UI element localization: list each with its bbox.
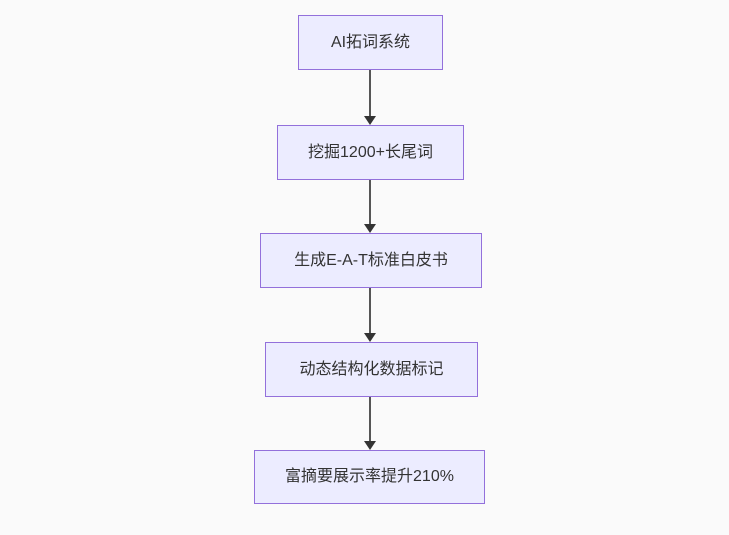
- flow-node-longtail-mining: 挖掘1200+长尾词: [277, 125, 464, 180]
- flow-edge-1: [363, 70, 377, 125]
- arrow-down-icon: [364, 224, 376, 233]
- flow-node-ai-keyword-system: AI拓词系统: [298, 15, 443, 70]
- flow-edge-2: [363, 180, 377, 233]
- arrow-down-icon: [364, 441, 376, 450]
- arrow-down-icon: [364, 333, 376, 342]
- edge-line: [369, 70, 371, 118]
- node-label: 动态结构化数据标记: [299, 360, 444, 378]
- node-label: 挖掘1200+长尾词: [308, 143, 433, 161]
- flow-edge-3: [363, 288, 377, 342]
- flow-edge-4: [363, 397, 377, 450]
- edge-line: [369, 288, 371, 335]
- flow-node-eat-whitepaper: 生成E-A-T标准白皮书: [260, 233, 482, 288]
- node-label: 富摘要展示率提升210%: [285, 468, 454, 486]
- arrow-down-icon: [364, 116, 376, 125]
- edge-line: [369, 397, 371, 443]
- flow-node-structured-data-markup: 动态结构化数据标记: [265, 342, 478, 397]
- edge-line: [369, 180, 371, 226]
- node-label: AI拓词系统: [330, 33, 411, 51]
- node-label: 生成E-A-T标准白皮书: [294, 251, 448, 269]
- flow-node-rich-snippet-rate: 富摘要展示率提升210%: [254, 450, 485, 504]
